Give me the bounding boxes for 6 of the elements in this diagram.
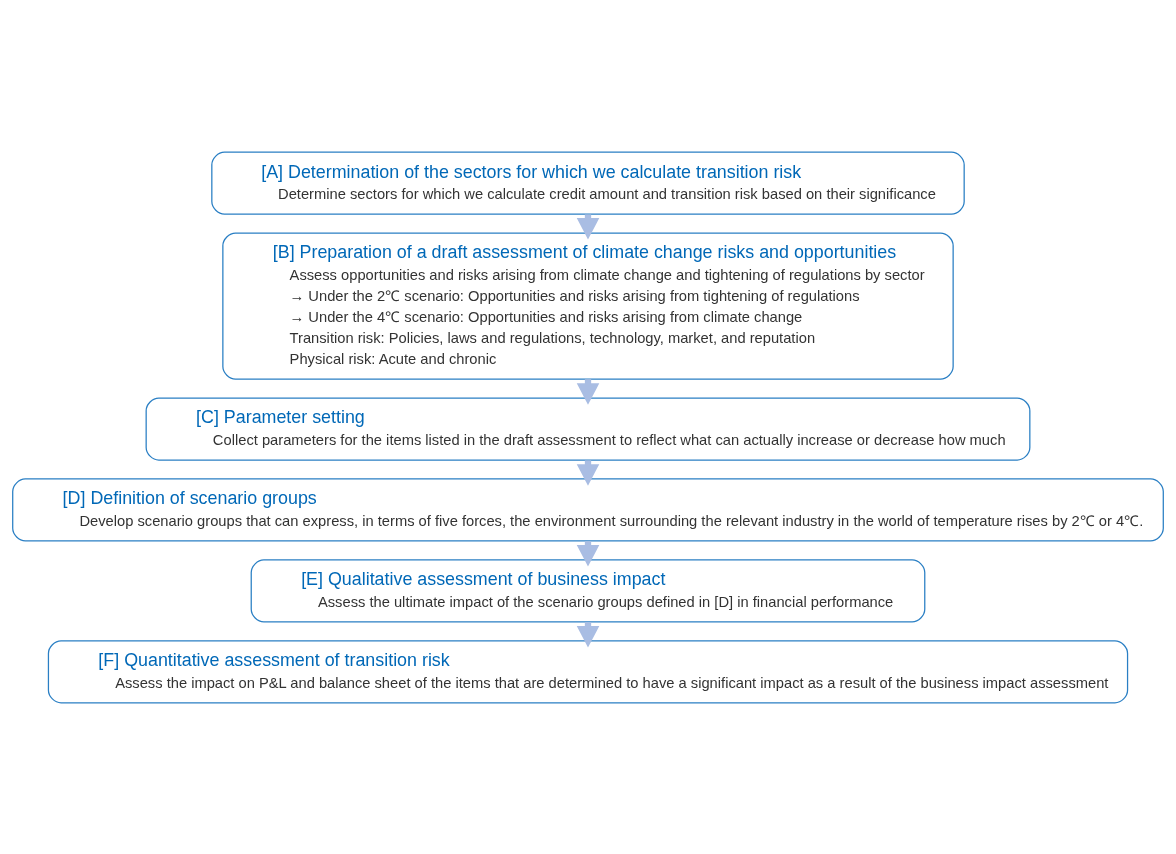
- node-box: [D] Definition of scenario groups Develop scenario groups that can express, in terms of five forces, the environment surrounding the relevant industry in the world of temperature rises by 2℃ or 4℃.: [12, 477, 1164, 542]
- node-box: [C] Parameter setting Collect parameters for the items listed in the draft assessment to reflect what can actually increase or decrease how much: [145, 396, 1031, 461]
- node-box: [B] Preparation of a draft assessment of climate change risks and opportunities Assess opportunities and risks arising from climate change and tightening of regulations by sector → Under the 2℃ scenario: Opportunities and risks arising from tightening of regulations → Under the 4℃ scenario: Opportunities and risks arising from climate change Transition risk: Policies, laws and regulations, technology, market, and reputation Physical risk: Acute and chronic: [222, 232, 954, 380]
- node-box: [F] Quantitative assessment of transition risk Assess the impact on P&L and balance sheet of the items that are determined to have a significant impact as a result of the business impact assessment: [47, 639, 1129, 703]
- node-box: [E] Qualitative assessment of business impact Assess the ultimate impact of the scenario groups defined in [D] in financial performance: [250, 558, 926, 622]
- node-box: [A] Determination of the sectors for which we calculate transition risk Determine sectors for which we calculate credit amount and transition risk based on their significance: [211, 151, 965, 215]
